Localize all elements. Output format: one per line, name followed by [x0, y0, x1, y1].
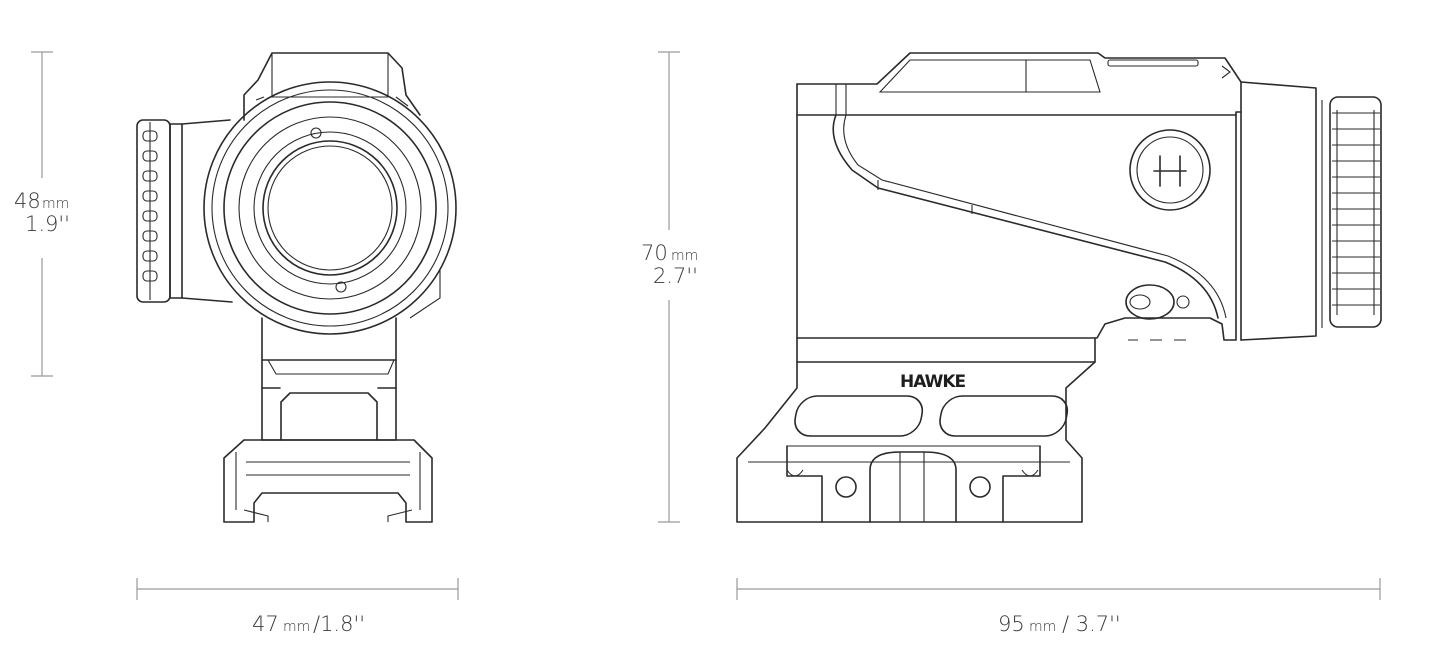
- front-mount: [223, 317, 433, 523]
- front-height-in-value: 1.9'': [25, 212, 70, 236]
- side-length-mm-unit: mm: [1029, 619, 1056, 635]
- front-height-mm-value: 48: [14, 189, 41, 213]
- side-diagonal-groove: [832, 114, 1219, 319]
- front-view: [136, 52, 457, 523]
- side-height-mm-unit: mm: [671, 248, 698, 264]
- dim-front-width: 47 mm /1.8'': [136, 578, 459, 636]
- side-height-mm-value: 70: [641, 241, 668, 265]
- front-width-mm-value: 47: [252, 612, 279, 636]
- front-top-housing: [243, 52, 421, 121]
- dim-side-height: 70 mm 2.7'': [641, 51, 698, 523]
- brightness-button: [1129, 129, 1211, 211]
- dim-side-length: 95 mm / 3.7'': [736, 578, 1381, 636]
- side-turret-knob: [1329, 96, 1382, 328]
- side-view: HAWKE: [736, 52, 1382, 523]
- side-body: [796, 83, 1242, 341]
- front-width-mm-unit: mm: [283, 619, 310, 635]
- front-turret-knob: [136, 119, 233, 303]
- dim-front-height: 48 mm 1.9'': [14, 51, 70, 377]
- side-length-mm-value: 95: [998, 612, 1025, 636]
- side-top-housing: [796, 52, 1242, 113]
- side-height-in-value: 2.7'': [653, 264, 698, 288]
- front-height-mm-unit: mm: [42, 196, 69, 212]
- side-mount: [736, 337, 1096, 523]
- side-small-button: [1125, 284, 1190, 341]
- front-lens: [203, 81, 457, 335]
- side-length-in-value: / 3.7'': [1062, 612, 1121, 636]
- front-width-in-value: /1.8'': [313, 612, 365, 636]
- brand-logo: HAWKE: [900, 372, 966, 392]
- side-rear-bell: [1240, 81, 1317, 341]
